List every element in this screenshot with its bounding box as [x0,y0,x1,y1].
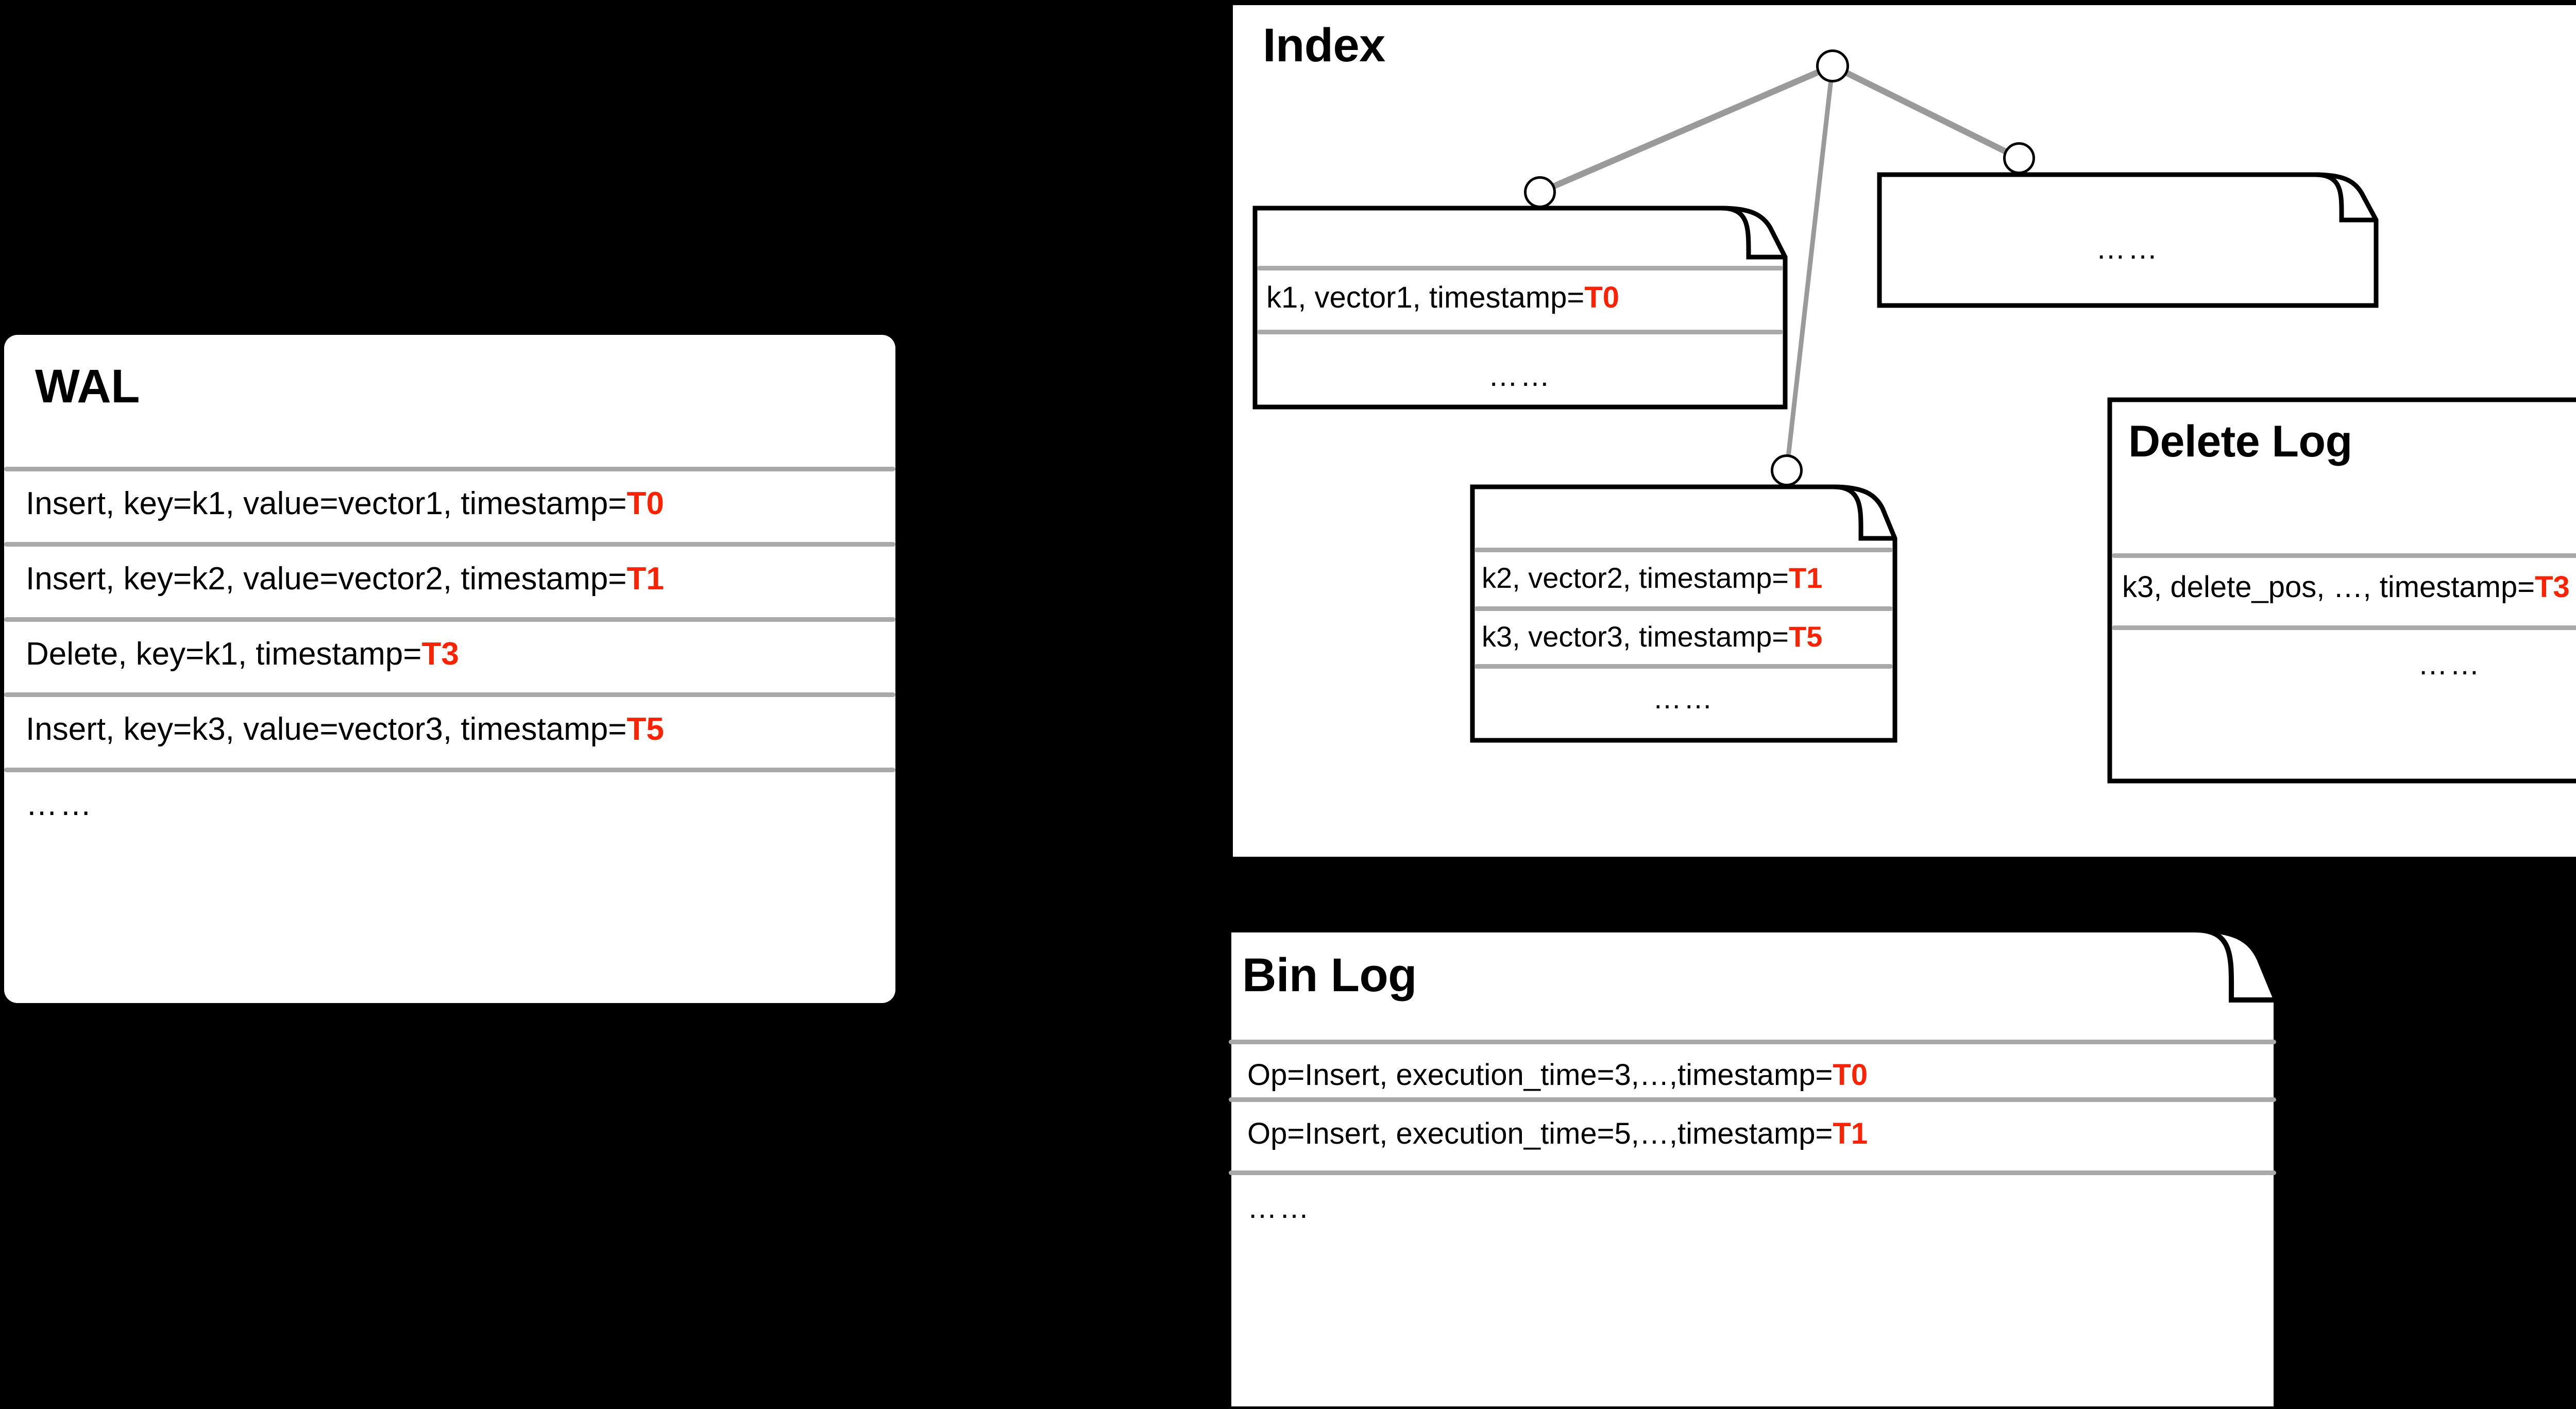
delete-log-title: Delete Log [2128,417,2352,466]
wal-row: …… [26,785,94,824]
leaf-separator [1475,664,1893,669]
wal-row-text: Insert, key=k2, value=vector2, timestamp… [26,561,627,597]
right-child-node[interactable] [2003,142,2035,174]
bin-log-title: Bin Log [1242,949,1417,1001]
index-panel: Index k1, vector1, timestamp=T0 …… [1233,5,2576,857]
leaf-row-timestamp: T1 [1789,562,1823,594]
bin-log-card[interactable]: Bin Log Op=Insert, execution_time=3,…,ti… [1226,927,2576,1409]
bin-log-separator [1229,1040,2276,1044]
bin-log-row-text: …… [1247,1191,1311,1225]
wal-row-timestamp: T5 [626,711,664,747]
leaf-row-text: k2, vector2, timestamp= [1482,562,1789,594]
bin-log-row-timestamp: T1 [1833,1117,1868,1150]
leaf-row: …… [1255,359,1785,393]
leaf-separator [1257,330,1783,334]
bin-log-row: …… [1247,1191,1311,1225]
bin-log-separator [1229,1170,2276,1175]
delete-log-row: k3, delete_pos, …, timestamp=T3 [2122,570,2570,604]
bin-log-row: Op=Insert, execution_time=3,…,timestamp=… [1247,1058,1868,1092]
wal-row: Insert, key=k2, value=vector2, timestamp… [26,559,664,598]
wal-panel: WAL Insert, key=k1, value=vector1, times… [4,335,895,1003]
middle-child-node[interactable] [1771,454,1803,486]
leaf-row-timestamp: T5 [1789,620,1823,653]
wal-separator [4,542,895,547]
bin-log-row: Op=Insert, execution_time=5,…,timestamp=… [1247,1116,1868,1151]
wal-row-timestamp: T3 [421,636,459,672]
leaf-row-timestamp: T0 [1584,281,1619,314]
delete-log-row: …… [2110,647,2576,682]
wal-separator [4,768,895,772]
wal-row-text: Insert, key=k3, value=vector3, timestamp… [26,711,627,747]
index-leaf-k2-k3[interactable]: k2, vector2, timestamp=T1 k3, vector3, t… [1470,484,1897,743]
wal-row-timestamp: T0 [626,486,664,521]
leaf-separator [1475,606,1893,611]
wal-title: WAL [35,360,140,413]
wal-separator [4,692,895,697]
leaf-row-text: …… [1653,682,1715,715]
wal-row: Insert, key=k3, value=vector3, timestamp… [26,710,664,749]
wal-row: Insert, key=k1, value=vector1, timestamp… [26,484,664,523]
leaf-row: k1, vector1, timestamp=T0 [1266,280,1619,315]
delete-log-card[interactable]: Delete Log k3, delete_pos, …, timestamp=… [2107,397,2576,784]
wal-separator [4,467,895,471]
leaf-separator [1475,548,1893,552]
leaf-row-text: …… [2096,232,2160,265]
index-title: Index [1263,19,1385,72]
index-leaf-more[interactable]: …… [1877,172,2379,308]
bin-log-separator [1229,1097,2276,1102]
leaf-row-text: k1, vector1, timestamp= [1266,281,1585,314]
wal-row-text: …… [26,787,94,822]
delete-log-separator [2112,553,2576,558]
wal-row: Delete, key=k1, timestamp=T3 [26,635,459,673]
wal-row-text: Insert, key=k1, value=vector1, timestamp… [26,486,627,521]
leaf-separator [1257,266,1783,270]
wal-separator [4,617,895,622]
left-child-node[interactable] [1524,176,1556,208]
wal-row-timestamp: T1 [626,561,664,597]
delete-log-row-text: k3, delete_pos, …, timestamp= [2122,570,2535,604]
bin-log-row-text: Op=Insert, execution_time=5,…,timestamp= [1247,1117,1833,1150]
index-tree-edges [1538,63,2021,471]
delete-log-row-timestamp: T3 [2535,570,2570,604]
delete-log-row-text: …… [2418,648,2482,681]
leaf-row: …… [1472,682,1895,715]
leaf-row: k2, vector2, timestamp=T1 [1482,561,1822,595]
index-leaf-k1[interactable]: k1, vector1, timestamp=T0 …… [1252,206,1788,410]
delete-log-separator [2112,625,2576,630]
bin-log-row-timestamp: T0 [1833,1058,1868,1092]
leaf-row: …… [1879,231,2376,266]
wal-row-text: Delete, key=k1, timestamp= [26,636,422,672]
leaf-row-text: k3, vector3, timestamp= [1482,620,1789,653]
leaf-row: k3, vector3, timestamp=T5 [1482,620,1822,653]
leaf-row-text: …… [1488,359,1552,393]
bin-log-row-text: Op=Insert, execution_time=3,…,timestamp= [1247,1058,1833,1092]
root-node[interactable] [1816,49,1849,82]
